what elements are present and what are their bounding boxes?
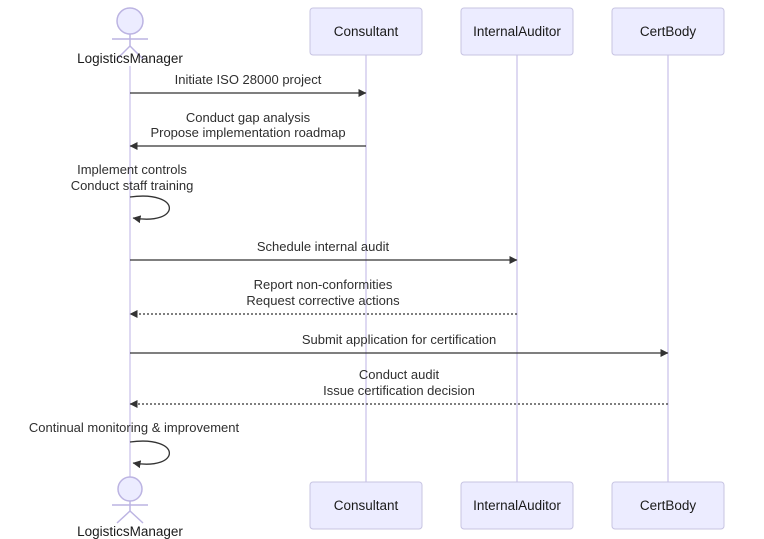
actor-head-icon [116,7,144,35]
message-label-line2: Issue certification decision [323,383,475,398]
message-label-line1: Conduct gap analysis [186,110,311,125]
message-certification-decision: Conduct audit Issue certification decisi… [129,367,668,408]
message-schedule-audit: Schedule internal audit [130,239,518,264]
participant-box-certbody-top [611,7,725,56]
actor-label-bottom: LogisticsManager [77,524,183,539]
actor-leg-right-icon [129,45,144,60]
actor-bottom-logisticsmanager: LogisticsManager [77,476,183,539]
message-report-nonconformities: Report non-conformities Request correcti… [129,277,517,318]
participant-box-consultant-top [309,7,423,56]
participant-label-internalauditor-top: InternalAuditor [473,24,561,39]
message-label: Submit application for certification [302,332,496,347]
message-label-line2: Request corrective actions [246,293,400,308]
participant-label-consultant-top: Consultant [334,24,399,39]
participant-box-certbody-bottom [611,481,725,530]
participant-label-internalauditor-bottom: InternalAuditor [473,498,561,513]
message-initiate-project: Initiate ISO 28000 project [130,72,367,97]
message-label: Continual monitoring & improvement [29,420,240,435]
actor-leg-left-icon [116,45,131,60]
participant-label-consultant-bottom: Consultant [334,498,399,513]
message-label-line1: Implement controls [77,162,187,177]
message-label-line2: Conduct staff training [71,178,194,193]
message-continual-monitoring-self: Continual monitoring & improvement [29,420,240,469]
message-implement-controls-self: Implement controls Conduct staff trainin… [71,162,194,224]
participant-box-internalauditor-top [460,7,574,56]
actor-leg-left-icon [116,510,131,524]
self-loop-arrow [129,440,171,469]
actor-top-logisticsmanager: LogisticsManager [77,7,183,66]
participant-label-certbody-top: CertBody [640,24,697,39]
message-label: Schedule internal audit [257,239,390,254]
message-gap-analysis: Conduct gap analysis Propose implementat… [129,110,366,150]
lifelines [129,55,669,482]
participant-box-internalauditor-bottom [460,481,574,530]
participant-box-consultant-bottom [309,481,423,530]
message-label-line1: Report non-conformities [254,277,393,292]
message-label-line1: Conduct audit [359,367,440,382]
self-loop-arrow [129,195,171,224]
participants-top: Consultant InternalAuditor CertBody [309,7,725,56]
actor-head-icon [117,476,143,502]
participants-bottom: Consultant InternalAuditor CertBody [309,481,725,530]
message-label: Initiate ISO 28000 project [175,72,322,87]
actor-leg-right-icon [129,510,144,524]
participant-label-certbody-bottom: CertBody [640,498,697,513]
message-submit-application: Submit application for certification [130,332,669,357]
actor-label-top: LogisticsManager [77,51,183,66]
message-label-line2: Propose implementation roadmap [150,125,345,140]
